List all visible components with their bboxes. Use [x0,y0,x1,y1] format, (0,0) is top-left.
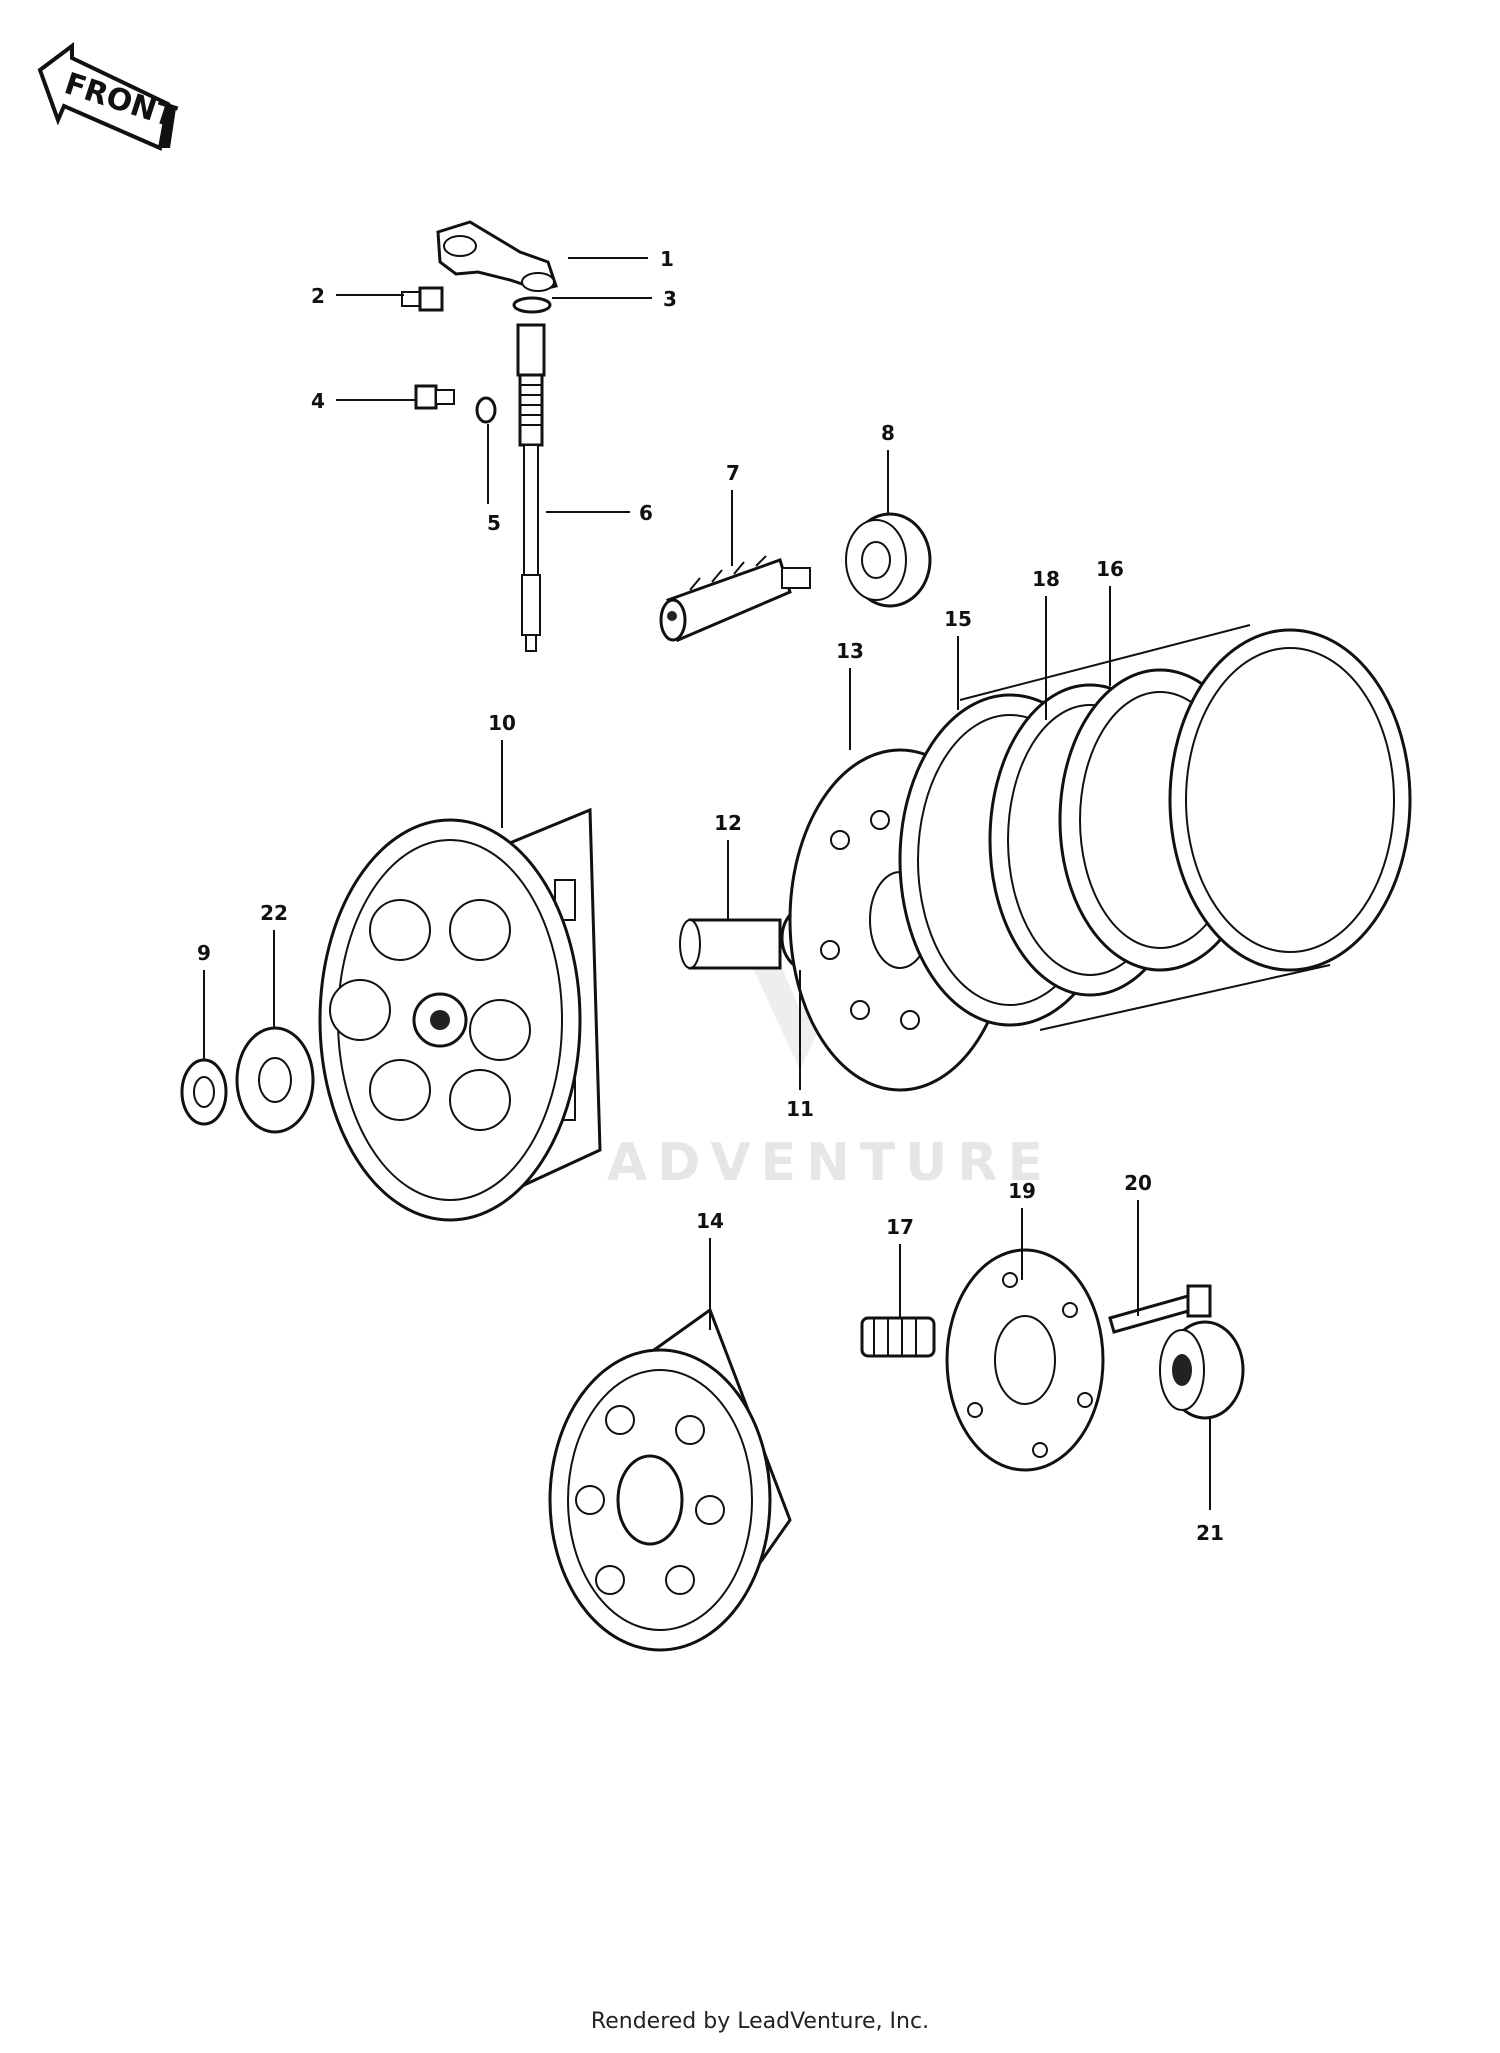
callout-6: 6 [639,501,653,525]
small-gear-part [235,1026,315,1134]
callout-20: 20 [1124,1171,1152,1195]
callout-22: 22 [260,901,288,925]
callout-18: 18 [1032,567,1060,591]
callout-3: 3 [663,287,677,311]
callout-13: 13 [836,639,864,663]
callout-8: 8 [881,421,895,445]
clutch-hub-part [548,1307,792,1652]
ball-bearing-part [845,512,932,608]
callout-7: 7 [726,461,740,485]
callout-11: 11 [786,1097,814,1121]
callout-19: 19 [1008,1179,1036,1203]
leader-lines [203,257,1211,1510]
callout-12: 12 [714,811,742,835]
callout-15: 15 [944,607,972,631]
release-lever-part [436,220,558,292]
footer-credit: Rendered by LeadVenture, Inc. [591,2009,929,2034]
callout-9: 9 [197,941,211,965]
cap-part [1159,1320,1245,1420]
callout-5: 5 [487,511,501,535]
bolt-part-20 [1108,1284,1212,1334]
bolt-part-2 [401,286,444,312]
callout-16: 16 [1096,557,1124,581]
spring-plate-part [945,1248,1105,1472]
callout-21: 21 [1196,1521,1224,1545]
o-ring-part [512,296,552,314]
callout-labels: 1 2 3 4 5 6 7 8 9 10 11 12 13 14 15 16 1… [197,247,1224,1545]
clutch-plates-part [898,624,1412,1031]
spring-part [860,1316,936,1358]
callout-17: 17 [886,1215,914,1239]
callout-1: 1 [660,247,674,271]
washer-part-9 [180,1058,228,1126]
washer-part-5 [475,396,497,424]
callout-14: 14 [696,1209,724,1233]
callout-2: 2 [311,284,325,308]
callout-10: 10 [488,711,516,735]
clutch-housing-part [318,807,602,1222]
spacer-sleeve-part [679,918,782,970]
front-arrow-icon: FRONT [37,42,181,151]
release-shaft-part [516,323,546,652]
watermark-text: ADVENTURE [607,1133,1053,1193]
screw-part-4 [414,384,455,410]
push-rod-part [659,555,811,643]
callout-4: 4 [311,389,325,413]
